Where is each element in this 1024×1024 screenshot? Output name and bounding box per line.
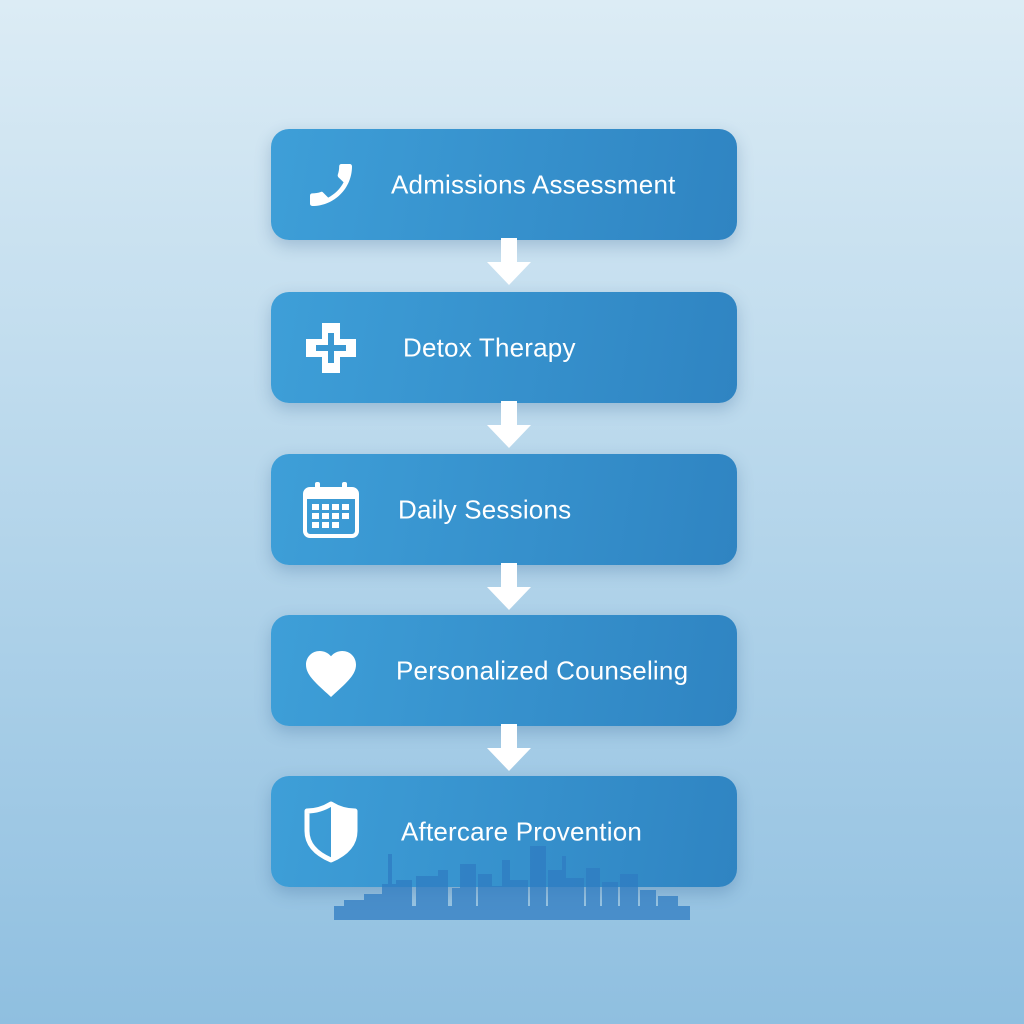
- step-daily-sessions: Daily Sessions: [271, 454, 737, 565]
- medical-cross-icon: [301, 318, 361, 378]
- step-label: Personalized Counseling: [396, 655, 689, 685]
- down-arrow: [487, 401, 531, 448]
- heart-icon: [301, 641, 361, 701]
- step-label: Daily Sessions: [398, 494, 572, 524]
- down-arrow: [487, 238, 531, 285]
- calendar-icon: [301, 480, 361, 540]
- step-admissions-assessment: Admissions Assessment: [271, 129, 737, 240]
- step-label: Detox Therapy: [403, 332, 576, 362]
- down-arrow: [487, 724, 531, 771]
- phone-icon: [301, 155, 361, 215]
- city-skyline-illustration: [334, 846, 690, 920]
- step-label: Admissions Assessment: [391, 169, 676, 199]
- shield-icon: [301, 801, 361, 862]
- step-personalized-counseling: Personalized Counseling: [271, 615, 737, 726]
- step-detox-therapy: Detox Therapy: [271, 292, 737, 403]
- down-arrow: [487, 563, 531, 610]
- step-label: Aftercare Provention: [401, 816, 643, 846]
